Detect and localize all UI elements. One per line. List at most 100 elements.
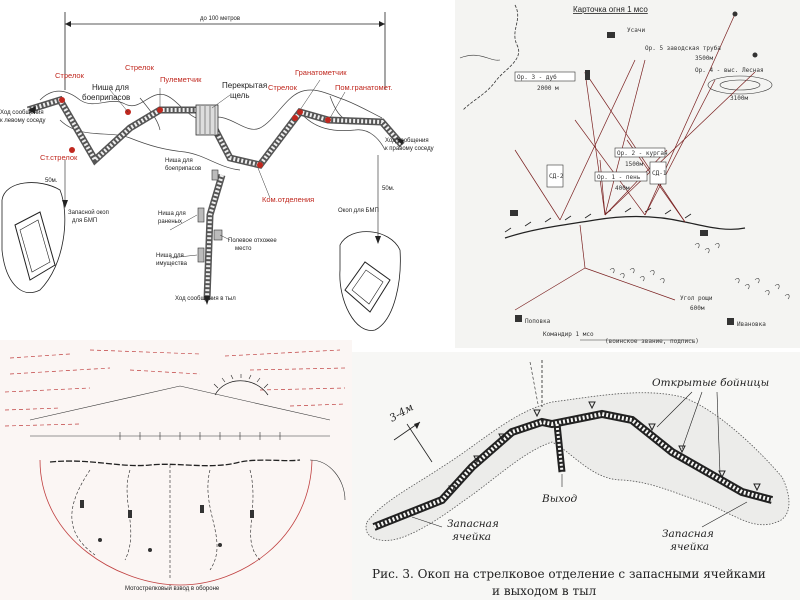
label-rear-trench: Ход сообщения в тыл xyxy=(175,296,236,302)
bmp-reserve-trench xyxy=(1,160,68,293)
label-dist-left: 50м. xyxy=(45,178,58,184)
label-covered-slit-a: Перекрытая xyxy=(222,81,267,90)
label-niche-wounded-b: раненых xyxy=(158,219,182,225)
label-latrine-a: Полевое отхожее xyxy=(228,238,277,244)
hill-contour xyxy=(707,75,773,95)
marker-granatometchik xyxy=(297,109,303,115)
arrow-right-neighbor xyxy=(396,138,404,145)
arrow-left-neighbor xyxy=(28,106,36,114)
trench-line xyxy=(49,459,301,467)
label-latrine-b: место xyxy=(235,246,252,252)
map-symbols xyxy=(510,11,758,325)
panel-platoon-defense: Мотострелковый взвод в обороне xyxy=(0,340,352,600)
label-sd2: СД-2 xyxy=(549,173,564,180)
label-exit: Выход xyxy=(541,493,578,505)
parapet-outline xyxy=(365,392,790,541)
fire-card-svg: Карточка огня 1 мсо xyxy=(455,0,800,348)
or3-box xyxy=(514,71,576,82)
label-open-loopholes: Открытые бойницы xyxy=(652,377,769,389)
label-or1-dist: 400м xyxy=(615,185,630,192)
label-komandir: Командир 1 мсо xyxy=(543,331,594,338)
niche-wounded xyxy=(197,207,205,223)
covered-slit xyxy=(195,104,219,136)
label-reserve-bmp-a: Запасной окоп xyxy=(68,209,109,216)
label-niche-property-a: Ниша для xyxy=(156,253,184,259)
arc-position xyxy=(214,380,269,396)
label-reserve-left-a: Запасная xyxy=(447,518,499,530)
label-ugol-dist: 600м xyxy=(690,305,705,312)
top-dim-label: до 100 метров xyxy=(200,16,240,22)
label-strelok-2: Стрелок xyxy=(125,63,155,72)
label-usachi: Усачи xyxy=(627,27,645,34)
label-or3: Ор. 3 - дуб xyxy=(517,74,557,81)
fig3-caption-line2: и выходом в тыл xyxy=(492,584,597,598)
label-reserve-left-b: ячейка xyxy=(452,531,491,543)
label-niche-ammo-2b: боеприпасов xyxy=(165,166,201,172)
label-ivanovka: Ивановка xyxy=(737,321,766,328)
label-reserve-bmp-b: для БМП xyxy=(72,218,97,224)
panel-fire-card: Карточка огня 1 мсо xyxy=(455,0,800,348)
wire-obstacles xyxy=(29,385,331,440)
panel-squad-trench-diagram: до 100 метров xyxy=(0,0,452,340)
label-reserve-right-a: Запасная xyxy=(662,528,714,540)
sd1-box xyxy=(649,161,667,185)
label-strelok-1: Стрелок xyxy=(55,71,85,80)
label-pom-granatomet: Пом.гранатомет. xyxy=(335,83,392,92)
defense-area-arc xyxy=(39,459,313,586)
forest-symbols xyxy=(609,243,790,300)
label-niche-ammo-2a: Ниша для xyxy=(165,158,193,164)
marker-pom-granatomet xyxy=(325,117,331,123)
panel-squad-trench-fig3: 3-4м Открытые бойницы Выход Запасная яче… xyxy=(352,352,800,600)
fig3-svg: 3-4м Открытые бойницы Выход Запасная яче… xyxy=(352,352,800,600)
label-ugol-roshi: Угол рощи xyxy=(680,295,713,302)
label-comm-left-b: к левому соседу xyxy=(0,118,46,124)
position-markers xyxy=(59,97,331,168)
sd2-box xyxy=(546,164,564,188)
fire-card-title: Карточка огня 1 мсо xyxy=(573,5,648,14)
label-kom-otdeleniya: Ком.отделения xyxy=(262,195,314,204)
label-or1: Ор. 1 - пень xyxy=(597,174,641,181)
marker-st-strelok xyxy=(69,147,75,153)
marker-pulemetchik xyxy=(157,107,163,113)
marker-kom-otdeleniya xyxy=(257,162,263,168)
label-niche-ammo-1b: боеприпасов xyxy=(82,93,130,102)
label-popovka: Поповка xyxy=(525,318,551,325)
top-dimension: до 100 метров xyxy=(64,12,386,90)
label-or3-dist: 2000 м xyxy=(537,85,559,92)
label-covered-slit-b: щель xyxy=(230,91,250,100)
label-or4: Ор. 4 - выс. Лесная xyxy=(695,67,764,74)
label-reserve-right-b: ячейка xyxy=(670,541,709,553)
or2-box xyxy=(614,147,666,158)
front-line xyxy=(504,215,746,239)
arrow-rear xyxy=(204,296,210,305)
leader-lines xyxy=(411,391,748,528)
label-dist-right: 50м. xyxy=(382,186,395,192)
stream-line xyxy=(462,4,520,111)
marker-strelok-3 xyxy=(292,115,298,121)
platoon-caption: Мотострелковый взвод в обороне xyxy=(125,585,220,592)
label-st-strelok: Ст.стрелок xyxy=(40,153,78,162)
label-pulemetchik: Пулеметчик xyxy=(160,75,202,84)
label-strelok-3: Стрелок xyxy=(268,83,298,92)
squad-trench-svg: до 100 метров xyxy=(0,12,434,331)
label-comm-right-a: Ход сообщения xyxy=(385,138,429,144)
label-comm-right-b: к правому соседу xyxy=(385,146,434,152)
unit-symbols xyxy=(80,500,254,552)
label-footer: (воинское звание, подпись) xyxy=(605,338,699,345)
loopholes xyxy=(448,401,761,494)
label-granatometchik: Гранатометчик xyxy=(295,68,347,77)
label-sd1: СД-1 xyxy=(652,170,667,177)
fig3-caption-line1: Рис. 3. Окоп на стрелковое отделение с з… xyxy=(372,567,766,581)
label-niche-property-b: имущества xyxy=(156,261,188,267)
label-niche-wounded-a: Ниша для xyxy=(158,211,186,217)
label-or2-dist: 1500м xyxy=(625,161,643,168)
label-or2: Ор. 2 - курган xyxy=(617,150,668,157)
terrain-hatch xyxy=(4,349,346,427)
field-latrine xyxy=(213,229,223,241)
platoon-defense-svg: Мотострелковый взвод в обороне xyxy=(0,340,352,600)
or1-box xyxy=(594,171,648,182)
label-or5: Ор. 5 заводская труба xyxy=(645,45,721,52)
label-or4-dist: 3100м xyxy=(730,95,748,102)
label-comm-left-a: Ход сообщения xyxy=(0,110,44,116)
niche-ammo-2 xyxy=(211,169,219,181)
